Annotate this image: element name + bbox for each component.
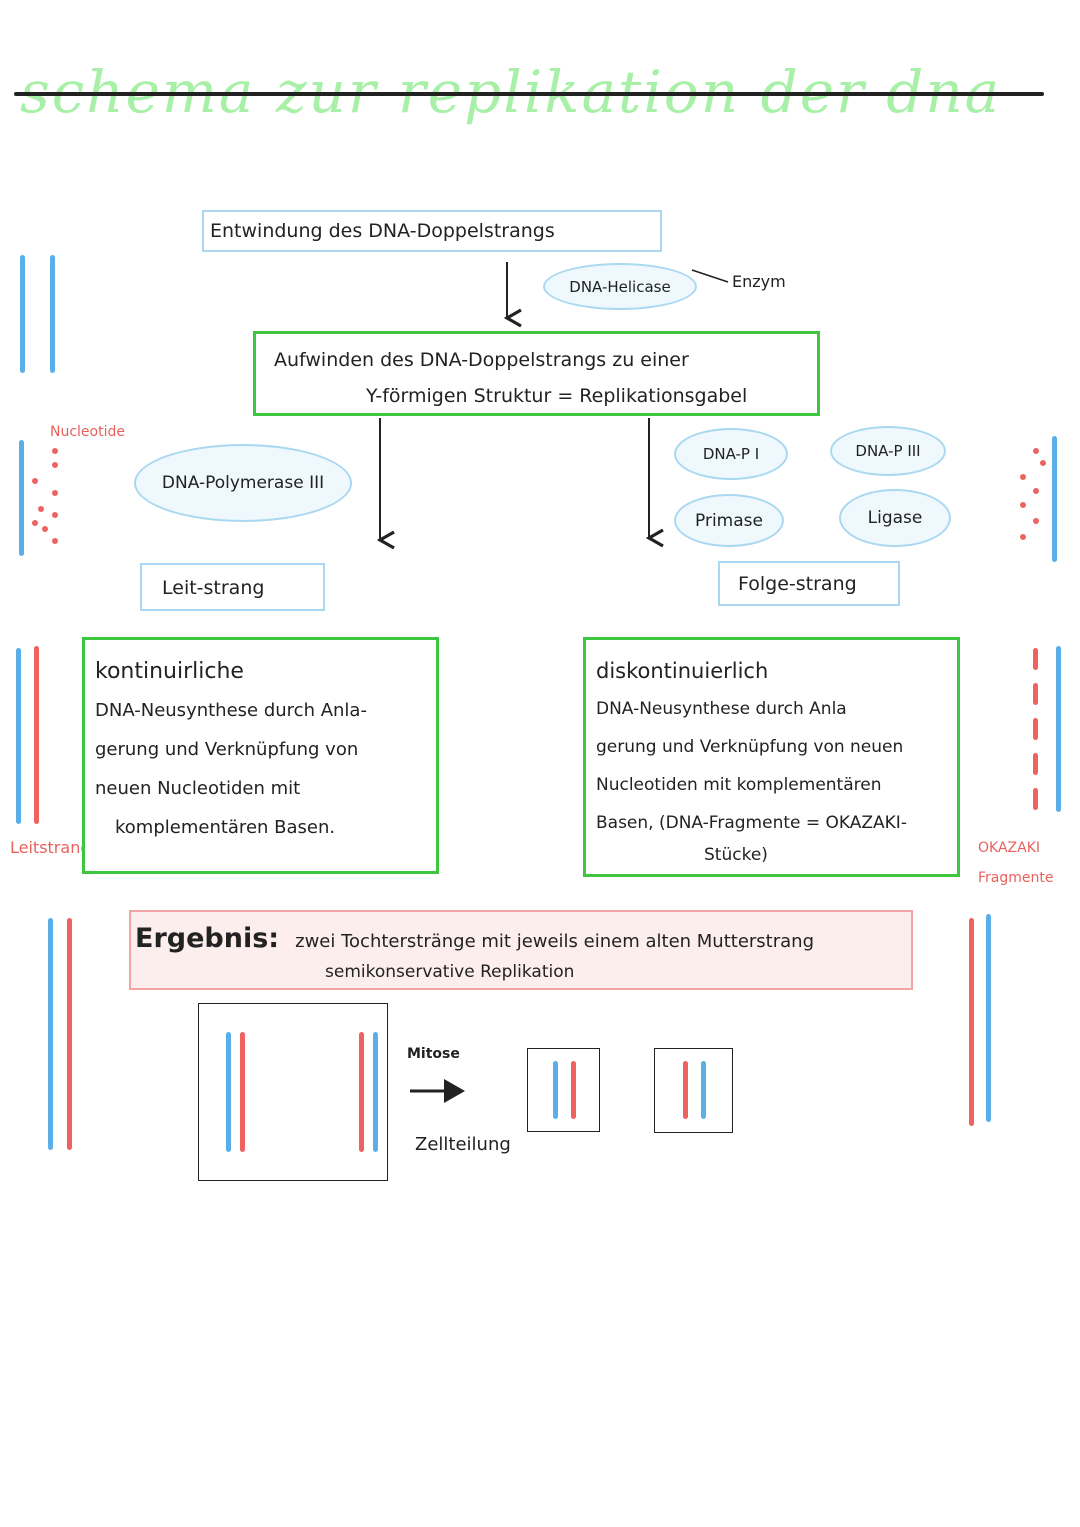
dna-p3-oval: DNA-P III (830, 426, 946, 476)
okazaki-fragment (1033, 788, 1038, 810)
nucleotide-dot (52, 490, 58, 496)
cell-strand (553, 1061, 558, 1119)
daughter-strand-blue-left (48, 918, 53, 1150)
leitstrang-box: Leit-strang (140, 563, 325, 611)
fork-line-1: Aufwinden des DNA-Doppelstrangs zu einer (274, 349, 689, 371)
result-text: zwei Tochterstränge mit jeweils einem al… (295, 931, 814, 952)
zellteilung-label: Zellteilung (415, 1134, 511, 1155)
okazaki-fragment (1033, 683, 1038, 705)
continuous-line-4: komplementären Basen. (115, 817, 336, 838)
okazaki-side-label-1: OKAZAKI (978, 840, 1041, 856)
result-label: Ergebnis: (135, 923, 280, 954)
nucleotide-dot (32, 478, 38, 484)
title-underline (14, 92, 1044, 96)
folgestrang-label: Folge-strang (738, 573, 857, 595)
discontinuous-line-1: DNA-Neusynthese durch Anla (596, 699, 847, 719)
cell-strand (359, 1032, 364, 1152)
dna-p3-label: DNA-P III (855, 442, 921, 460)
helicase-oval: DNA-Helicase (543, 263, 697, 310)
okazaki-fragment (1033, 718, 1038, 740)
continuous-box: kontinuirliche DNA-Neusynthese durch Anl… (82, 637, 439, 874)
nucleotide-dot (1020, 534, 1026, 540)
continuous-line-2: gerung und Verknüpfung von (95, 739, 359, 760)
discontinuous-box: diskontinuierlich DNA-Neusynthese durch … (583, 637, 960, 877)
leitstrang-label: Leit-strang (162, 577, 265, 599)
fork-box: Aufwinden des DNA-Doppelstrangs zu einer… (253, 331, 820, 416)
discontinuous-head: diskontinuierlich (596, 659, 769, 683)
okazaki-fragment (1033, 648, 1038, 670)
polymerase-3-label: DNA-Polymerase III (161, 473, 325, 493)
ligase-oval: Ligase (839, 489, 951, 547)
discontinuous-line-2: gerung und Verknüpfung von neuen (596, 737, 904, 757)
helicase-label: DNA-Helicase (569, 277, 671, 296)
cell-strand (701, 1061, 706, 1119)
unwinding-text: Entwindung des DNA-Doppelstrangs (210, 220, 555, 242)
nucleotide-dot (52, 538, 58, 544)
nucleotide-dot (1020, 502, 1026, 508)
cell-strand (571, 1061, 576, 1119)
daughter-strand-red-right (969, 918, 974, 1126)
daughter-strand-blue-right (986, 914, 991, 1122)
dna-p1-oval: DNA-P I (674, 428, 788, 480)
okazaki-side-label-2: Fragmente (978, 870, 1054, 886)
mitose-label: Mitose (407, 1046, 460, 1062)
result-box: Ergebnis: zwei Tochterstränge mit jeweil… (129, 910, 913, 990)
daughter-cell-1 (527, 1048, 600, 1132)
enzym-label: Enzym (732, 272, 786, 291)
nucleotide-dot (32, 520, 38, 526)
nucleotide-dot (1040, 460, 1046, 466)
result-conclusion: semikonservative Replikation (325, 962, 575, 982)
title-area: schema zur replikation der dna (0, 40, 1080, 130)
nucleotide-dot (52, 512, 58, 518)
nucleotide-dot (52, 448, 58, 454)
nucleotide-dot (52, 462, 58, 468)
cell-strand (240, 1032, 245, 1152)
cell-strand (373, 1032, 378, 1152)
nucleotide-dot (42, 526, 48, 532)
continuous-line-3: neuen Nucleotiden mit (95, 778, 301, 799)
discontinuous-line-3: Nucleotiden mit komplementären (596, 775, 882, 795)
nucleotide-dot (1033, 448, 1039, 454)
parent-cell (198, 1003, 388, 1181)
fork-line-2: Y-förmigen Struktur = Replikationsgabel (366, 385, 748, 407)
daughter-strand-red-left (67, 918, 72, 1150)
nucleotide-dot (38, 506, 44, 512)
continuous-head: kontinuirliche (95, 659, 244, 684)
unwinding-box: Entwindung des DNA-Doppelstrangs (202, 210, 662, 252)
parent-strand-b (50, 255, 55, 373)
enzym-pointer (691, 269, 729, 283)
okazaki-fragment (1033, 753, 1038, 775)
cell-strand (683, 1061, 688, 1119)
ligase-label: Ligase (867, 508, 923, 528)
parent-strand-a (20, 255, 25, 373)
leitstrang-side-label: Leitstrang (10, 838, 91, 857)
daughter-cell-2 (654, 1048, 733, 1133)
dna-p1-label: DNA-P I (702, 445, 760, 463)
nucleotide-dot (1020, 474, 1026, 480)
discontinuous-line-5: Stücke) (704, 845, 768, 865)
template-strand-right (1052, 436, 1057, 562)
polymerase-3-oval: DNA-Polymerase III (134, 444, 352, 522)
continuous-line-1: DNA-Neusynthese durch Anla- (95, 700, 367, 721)
primase-label: Primase (695, 510, 763, 531)
leitstrang-new (34, 646, 39, 824)
leitstrang-template (16, 648, 21, 824)
primase-oval: Primase (674, 494, 784, 547)
nucleotide-dot (1033, 518, 1039, 524)
nucleotide-dot (1033, 488, 1039, 494)
folgestrang-box: Folge-strang (718, 561, 900, 606)
discontinuous-line-4: Basen, (DNA-Fragmente = OKAZAKI- (596, 813, 907, 833)
nucleotide-label: Nucleotide (50, 424, 125, 440)
template-strand-left (19, 440, 24, 556)
folgestrang-template (1056, 646, 1061, 812)
cell-strand (226, 1032, 231, 1152)
